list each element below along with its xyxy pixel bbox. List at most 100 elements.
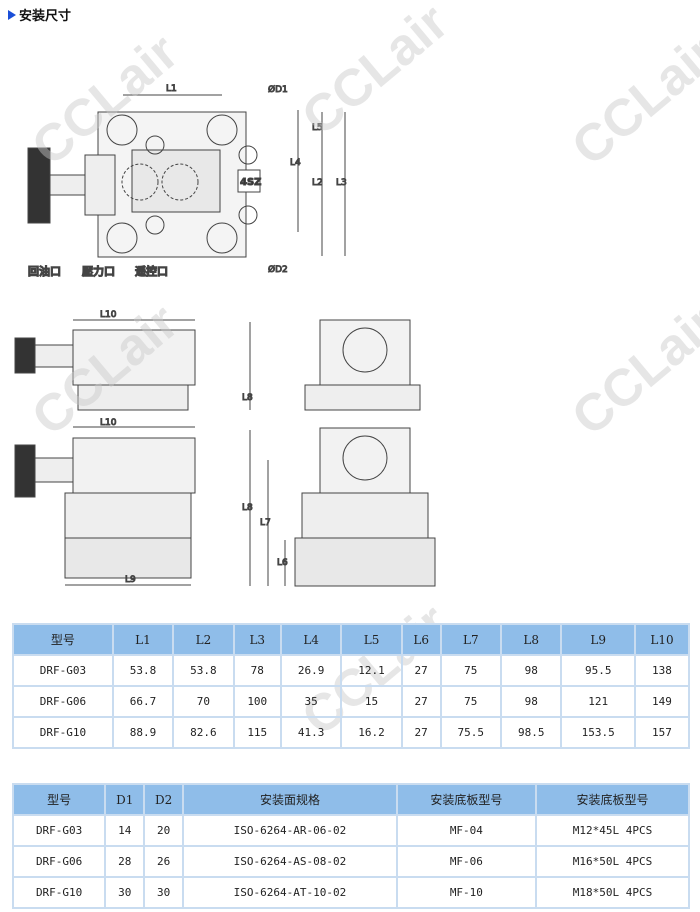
dim-L10-b: L10 — [100, 418, 117, 428]
table-cell: 30 — [143, 876, 185, 909]
table-cell: 20 — [143, 814, 185, 847]
section-title: 安装尺寸 — [8, 5, 71, 24]
table-cell: 75 — [439, 654, 503, 687]
table-cell: 41.3 — [279, 716, 343, 749]
port-pressure: 壓力口 — [82, 264, 115, 278]
dimension-drawings: 4SZ L1 ØD1 ØD2 L5 L4 L2 L3 回油口 壓力口 遥控口 L… — [14, 84, 436, 587]
table-cell: 27 — [400, 716, 442, 749]
col-header: 型号 — [12, 623, 114, 656]
table-cell: DRF-G10 — [11, 876, 107, 909]
table-cell: DRF-G06 — [12, 685, 114, 718]
table-cell: DRF-G03 — [11, 814, 107, 847]
table-cell: 26 — [143, 845, 185, 878]
table-cell: 15 — [340, 685, 403, 718]
table-cell: 70 — [172, 685, 235, 718]
dim-D1: ØD1 — [268, 84, 288, 95]
table-cell: 78 — [232, 654, 282, 687]
dim-L7: L7 — [260, 518, 271, 528]
table-cell: MF-06 — [395, 845, 538, 878]
col-header: L7 — [439, 623, 503, 656]
dim-L9: L9 — [125, 575, 136, 585]
col-header: 安装底板型号 — [395, 783, 538, 816]
col-header: L6 — [400, 623, 442, 656]
col-header: L10 — [633, 623, 691, 656]
table-cell: 115 — [232, 716, 282, 749]
dim-L3: L3 — [336, 178, 347, 188]
table-cell: 153.5 — [560, 716, 636, 749]
dim-L8-a: L8 — [242, 393, 253, 403]
table-cell: 53.8 — [172, 654, 235, 687]
table-cell: 98.5 — [500, 716, 563, 749]
table-cell: 138 — [633, 654, 691, 687]
col-header: D2 — [143, 783, 185, 816]
port-remote: 遥控口 — [135, 264, 168, 278]
table-cell: 27 — [400, 685, 442, 718]
table-cell: 35 — [279, 685, 343, 718]
col-header: L2 — [172, 623, 235, 656]
col-header: 安装面规格 — [182, 783, 398, 816]
table-cell: 12.1 — [340, 654, 403, 687]
col-header: L8 — [500, 623, 563, 656]
col-header: 型号 — [11, 783, 107, 816]
table-cell: ISO-6264-AR-06-02 — [182, 814, 398, 847]
table-cell: ISO-6264-AS-08-02 — [182, 845, 398, 878]
table-cell: 75 — [439, 685, 503, 718]
table-cell: 26.9 — [279, 654, 343, 687]
table-cell: 53.8 — [111, 654, 175, 687]
table-cell: ISO-6264-AT-10-02 — [182, 876, 398, 909]
table-cell: 82.6 — [172, 716, 235, 749]
top-view-drawing: 4SZ L1 ØD1 ØD2 L5 L4 L2 L3 回油口 壓力口 遥控口 — [27, 84, 347, 279]
dim-L8-b: L8 — [242, 503, 253, 513]
side-view-drawings: L10 L10 L9 L8 L8 L7 L6 — [14, 310, 436, 587]
table-cell: 88.9 — [111, 716, 175, 749]
table-cell: 30 — [104, 876, 146, 909]
table-cell: 98 — [500, 654, 563, 687]
section-title-text: 安装尺寸 — [19, 9, 72, 24]
table-cell: 16.2 — [340, 716, 403, 749]
table-cell: 121 — [560, 685, 636, 718]
col-header: L5 — [340, 623, 403, 656]
table-cell: M16*50L 4PCS — [535, 845, 690, 878]
col-header: L1 — [111, 623, 175, 656]
table-cell: 75.5 — [439, 716, 503, 749]
table-cell: 95.5 — [560, 654, 636, 687]
col-header: L9 — [560, 623, 636, 656]
col-header: 安装底板型号 — [535, 783, 690, 816]
col-header: L4 — [279, 623, 343, 656]
col-header: D1 — [104, 783, 146, 816]
table-cell: 100 — [232, 685, 282, 718]
dim-L10-a: L10 — [100, 310, 117, 320]
port-return: 回油口 — [28, 264, 61, 278]
table-cell: MF-04 — [395, 814, 538, 847]
table-cell: 14 — [104, 814, 146, 847]
table-cell: DRF-G10 — [12, 716, 114, 749]
table-cell: M12*45L 4PCS — [535, 814, 690, 847]
table-cell: 149 — [633, 685, 691, 718]
plate-mark: 4SZ — [240, 177, 261, 188]
table-cell: 27 — [400, 654, 442, 687]
dim-L2: L2 — [312, 178, 323, 188]
dim-L4: L4 — [290, 158, 301, 168]
dim-D2: ØD2 — [268, 264, 288, 275]
table-cell: DRF-G03 — [12, 654, 114, 687]
dim-L6: L6 — [277, 558, 288, 568]
dim-L1: L1 — [166, 84, 177, 94]
table-cell: DRF-G06 — [11, 845, 107, 878]
table-cell: 98 — [500, 685, 563, 718]
table-cell: 157 — [633, 716, 691, 749]
table-cell: M18*50L 4PCS — [535, 876, 690, 909]
dim-L5: L5 — [312, 123, 323, 133]
table-cell: 66.7 — [111, 685, 175, 718]
col-header: L3 — [232, 623, 282, 656]
table-cell: 28 — [104, 845, 146, 878]
